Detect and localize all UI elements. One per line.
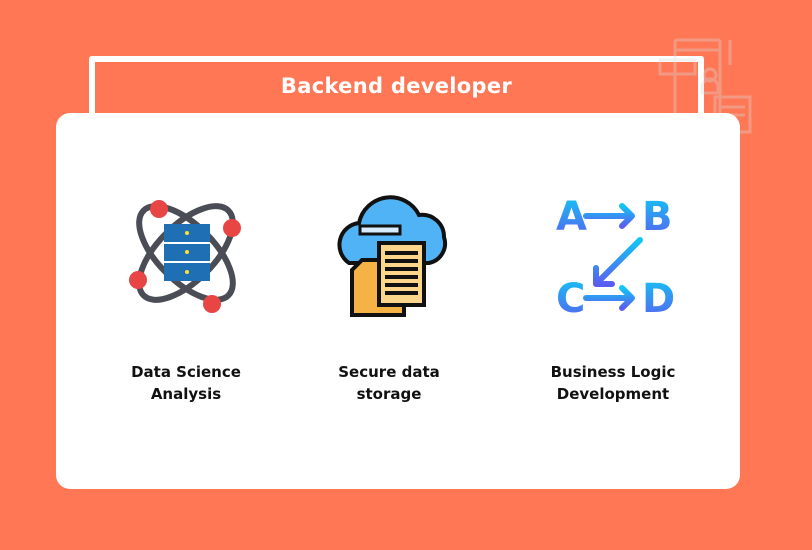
skills-card: Data Science Analysis Secure data storag… <box>56 113 740 489</box>
svg-text:A: A <box>556 194 587 240</box>
a-b-c-d-flow-icon: A B C D <box>556 194 675 318</box>
atom-database-icon <box>129 200 241 313</box>
header-frame <box>89 56 704 132</box>
feature-label: Secure data storage <box>338 363 440 403</box>
svg-text:D: D <box>642 276 675 318</box>
feature-label: Data Science Analysis <box>131 363 241 403</box>
feature-label: Business Logic Development <box>550 363 676 403</box>
cloud-documents-icon <box>337 195 448 317</box>
page-title: Backend developer <box>280 74 513 98</box>
svg-text:C: C <box>556 276 585 318</box>
svg-text:B: B <box>642 194 673 240</box>
